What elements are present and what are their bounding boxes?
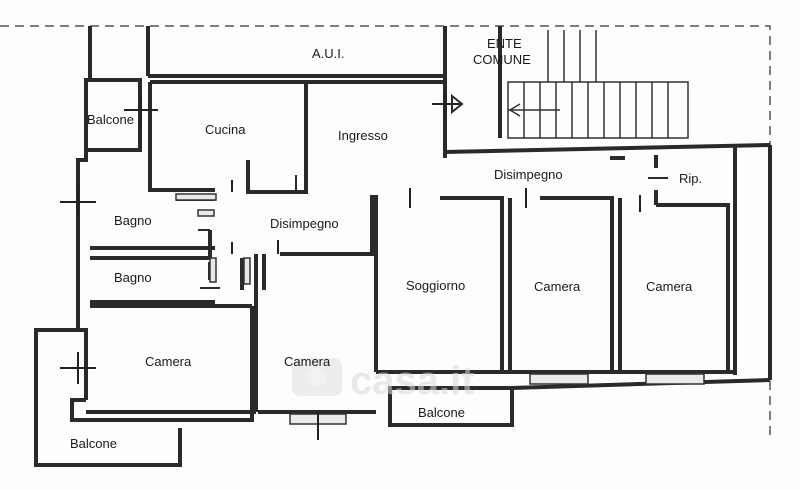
opening-ticks — [60, 92, 641, 440]
label-balcone-center: Balcone — [418, 405, 465, 420]
label-aui: A.U.I. — [312, 46, 345, 61]
label-ente: ENTE — [487, 36, 522, 51]
label-comune: COMUNE — [473, 52, 531, 67]
room-labels: A.U.I. ENTE COMUNE Balcone Cucina Ingres… — [70, 36, 702, 451]
label-camera-center: Camera — [284, 354, 331, 369]
label-camera-mid: Camera — [534, 279, 581, 294]
stairs — [507, 30, 689, 139]
label-bagno-lower: Bagno — [114, 270, 152, 285]
boundary-dashed-top — [0, 25, 771, 440]
right-room-walls — [440, 155, 730, 372]
label-ingresso: Ingresso — [338, 128, 388, 143]
watermark-logo: casa.it — [292, 358, 475, 403]
label-cucina: Cucina — [205, 122, 246, 137]
label-balcone-top: Balcone — [87, 112, 134, 127]
label-disimpegno-left: Disimpegno — [270, 216, 339, 231]
label-rip: Rip. — [679, 171, 702, 186]
cucina-walls — [148, 82, 308, 194]
label-camera-right: Camera — [646, 279, 693, 294]
label-soggiorno: Soggiorno — [406, 278, 465, 293]
bagno-walls — [90, 199, 220, 304]
svg-text:casa.it: casa.it — [350, 359, 475, 403]
label-bagno-upper: Bagno — [114, 213, 152, 228]
outer-walls — [70, 78, 772, 422]
label-balcone-bottom: Balcone — [70, 436, 117, 451]
balcone-bottom-walls — [34, 328, 182, 467]
label-disimpegno-right: Disimpegno — [494, 167, 563, 182]
disimpegno-left-walls — [240, 195, 378, 414]
label-camera-left: Camera — [145, 354, 192, 369]
balcone-center-walls — [388, 386, 514, 427]
camera-left-walls — [86, 304, 254, 414]
